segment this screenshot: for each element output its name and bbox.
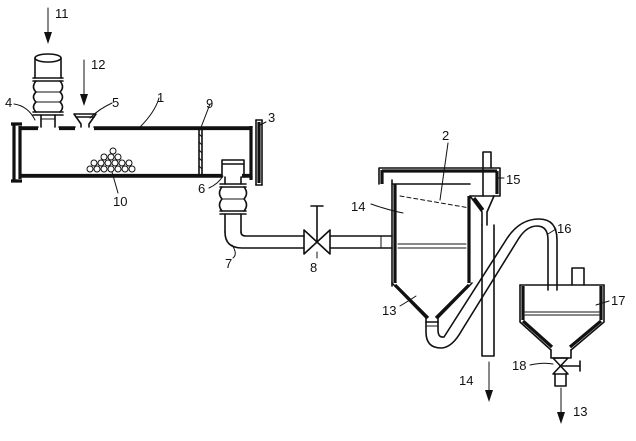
label-11: 11 — [55, 6, 69, 21]
label-3: 3 — [268, 110, 275, 125]
partition-wall — [198, 127, 203, 177]
transfer-pipe — [224, 231, 305, 249]
label-6: 6 — [198, 181, 205, 196]
leader-lines — [13, 97, 610, 366]
label-13-outlet: 13 — [573, 404, 587, 419]
reference-labels: 11 12 1 9 3 4 5 6 10 7 8 2 15 14 13 16 1… — [5, 6, 625, 419]
label-17: 17 — [611, 293, 625, 308]
reactor-vessel — [391, 179, 473, 323]
label-18: 18 — [512, 358, 526, 373]
label-1: 1 — [157, 90, 164, 105]
label-9: 9 — [206, 96, 213, 111]
label-2: 2 — [442, 128, 449, 143]
valve — [303, 205, 331, 255]
label-8: 8 — [310, 260, 317, 275]
label-14-outlet: 14 — [459, 373, 473, 388]
end-cap — [249, 119, 263, 186]
vapor-outlet-pipe — [481, 224, 495, 357]
label-15: 15 — [506, 172, 520, 187]
vessel-feed-pipe — [329, 235, 393, 249]
label-4: 4 — [5, 95, 12, 110]
s-pipe — [425, 218, 558, 349]
label-14-vessel: 14 — [351, 199, 365, 214]
bottom-valve — [552, 357, 581, 387]
charge-balls — [86, 147, 136, 173]
label-5: 5 — [112, 95, 119, 110]
inlet-pipe-bellows — [32, 53, 64, 128]
cyclone-hood — [378, 151, 501, 226]
label-12: 12 — [91, 57, 105, 72]
label-7: 7 — [225, 256, 232, 271]
label-16: 16 — [557, 221, 571, 236]
settling-vessel — [519, 267, 605, 359]
flow-arrows — [44, 7, 565, 424]
label-13-vessel: 13 — [382, 303, 396, 318]
outlet-bellows — [218, 159, 248, 233]
label-10: 10 — [113, 194, 127, 209]
